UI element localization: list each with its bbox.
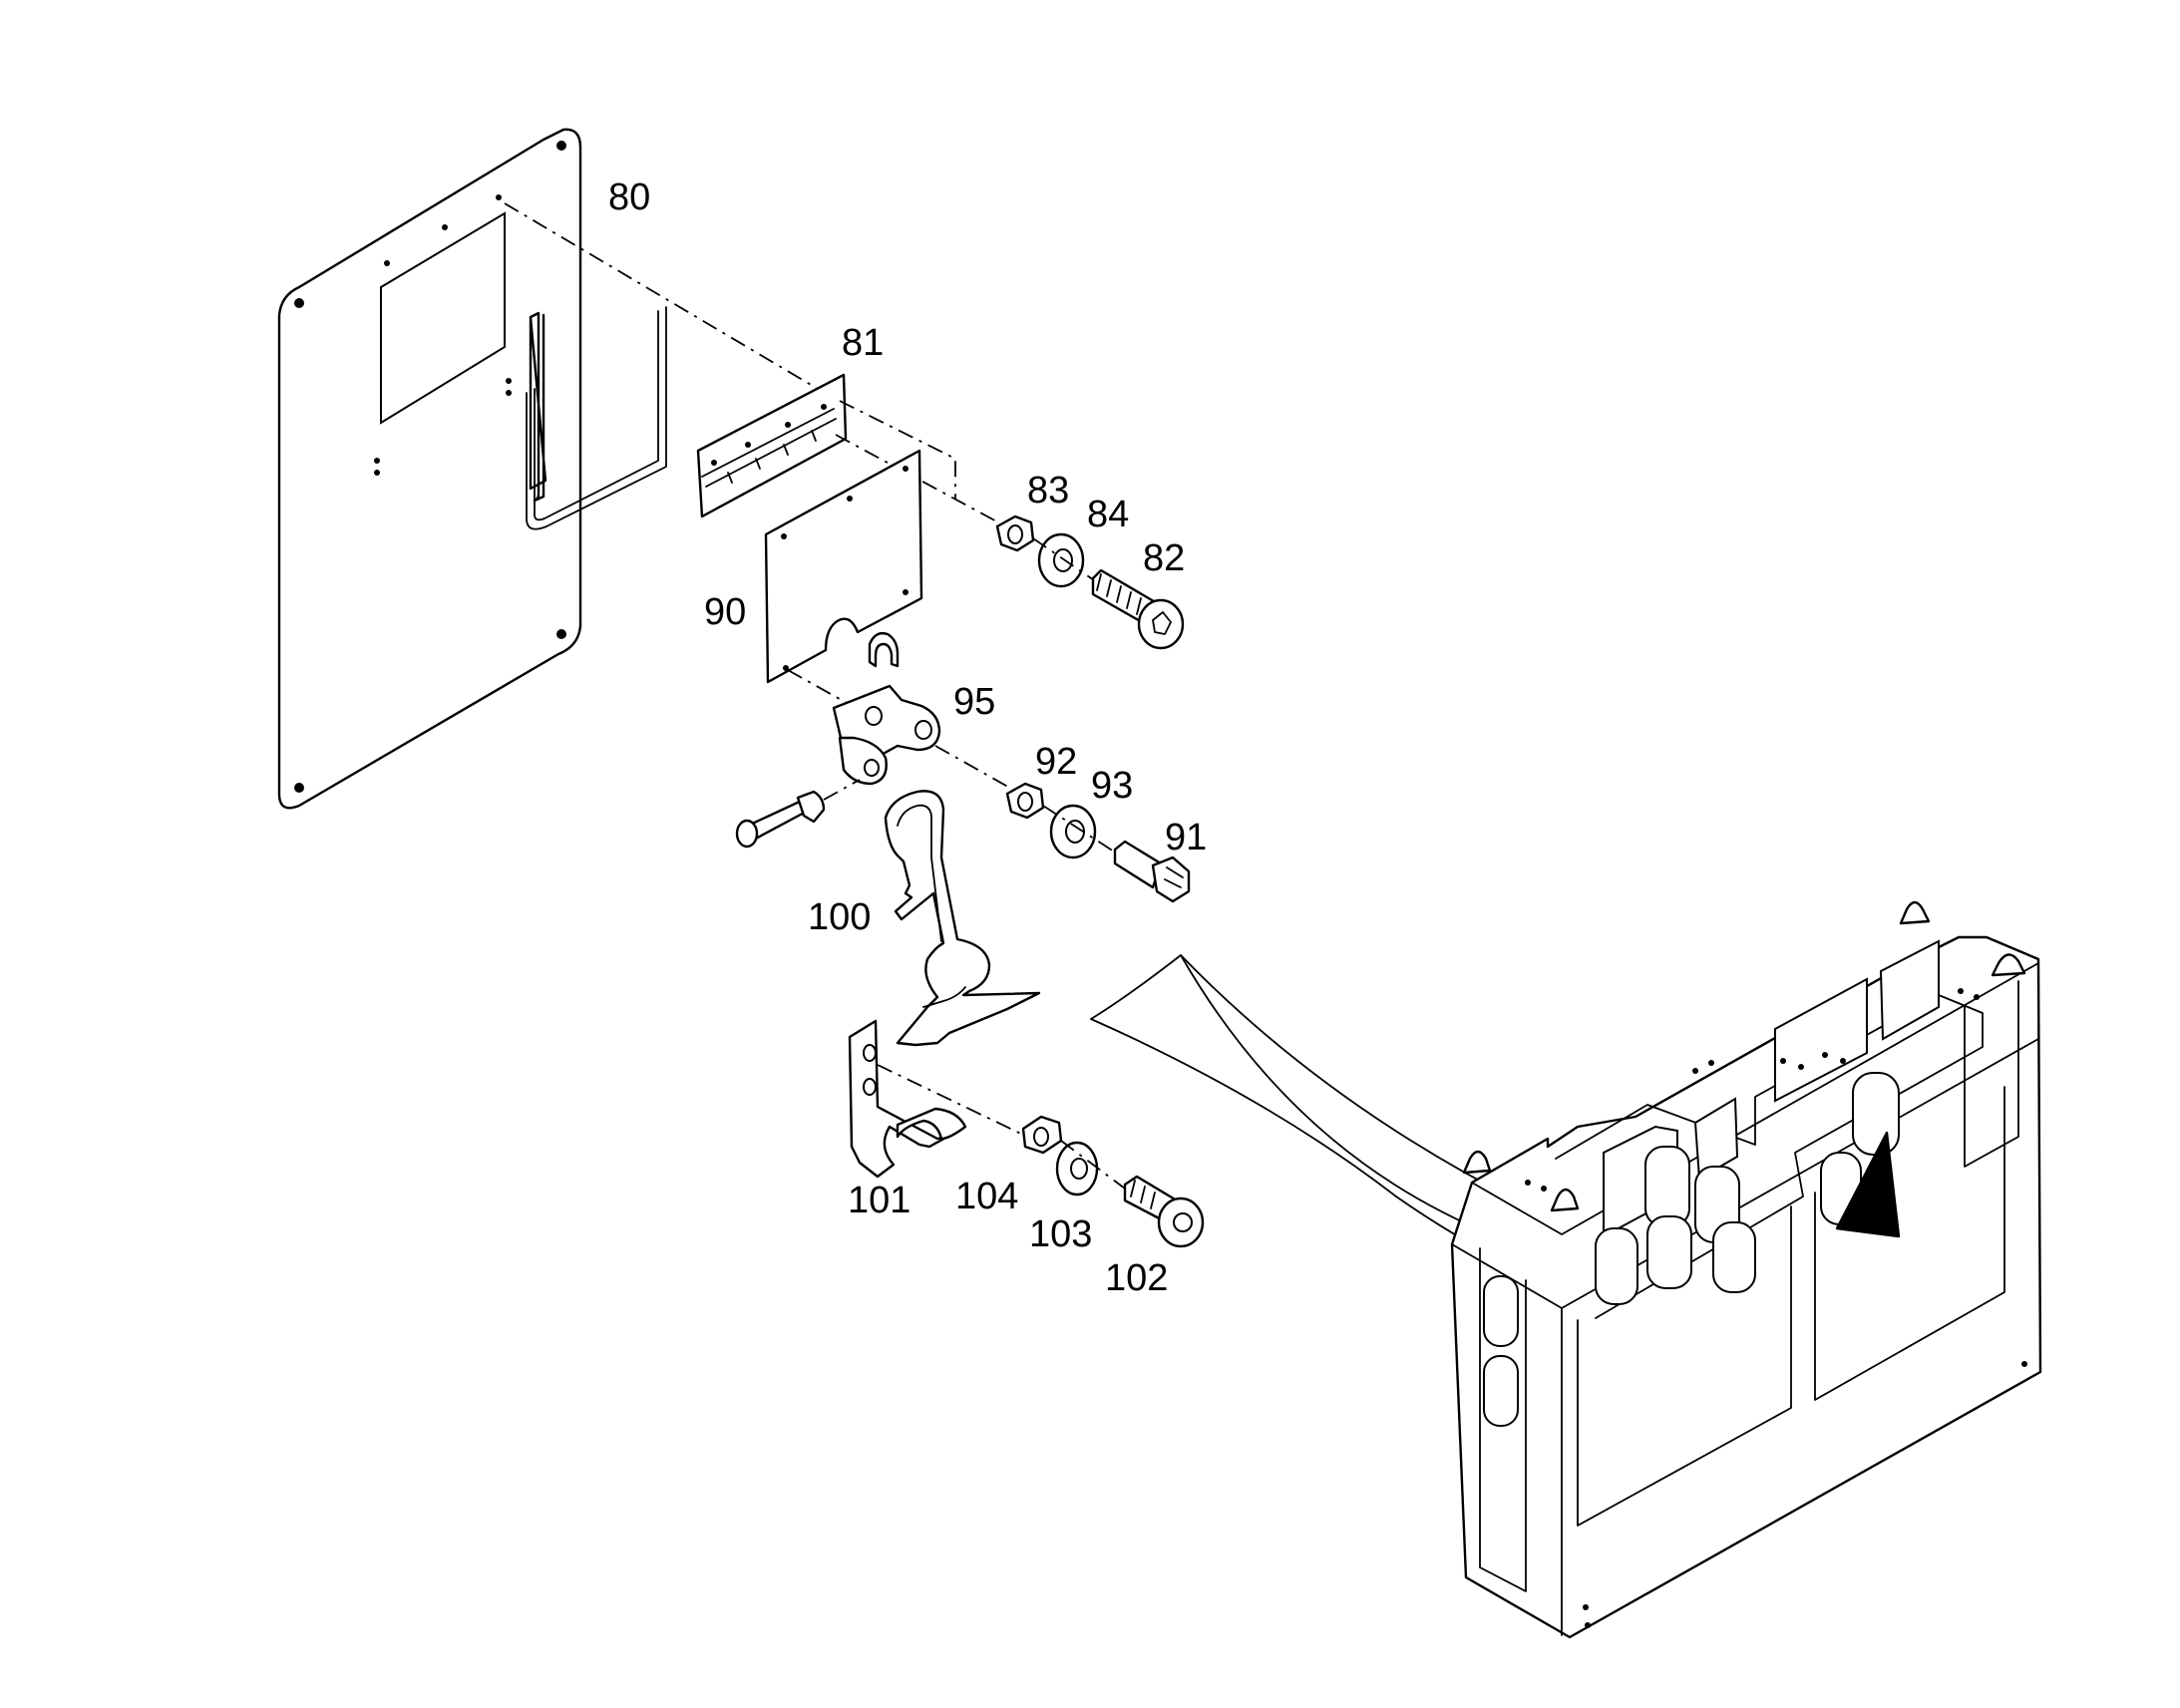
washer-103 (1055, 1141, 1099, 1196)
lifting-eyes (1462, 900, 2026, 1212)
pin-95 (735, 790, 826, 849)
nut-83 (995, 514, 1035, 552)
screw-82 (1091, 568, 1185, 650)
callout-90: 90 (704, 591, 746, 633)
callout-81: 81 (842, 322, 884, 364)
bolt-91 (1113, 840, 1191, 903)
bracket-101 (848, 1019, 967, 1179)
screw-102 (1123, 1175, 1205, 1248)
washer-93 (1049, 804, 1097, 859)
bracket-95 (832, 684, 941, 786)
nut-92 (1005, 782, 1045, 820)
callout-102: 102 (1105, 1257, 1168, 1299)
assembly-line-93-91 (1042, 805, 1118, 854)
callout-101: 101 (848, 1180, 910, 1221)
view-direction-arrow (1835, 1131, 1901, 1238)
callout-92: 92 (1035, 741, 1077, 783)
machine-frame (1450, 900, 2042, 1639)
plate-90 (764, 449, 923, 684)
callout-83: 83 (1027, 470, 1069, 512)
panel-80 (277, 128, 667, 810)
callout-103: 103 (1029, 1213, 1092, 1255)
washer-84 (1037, 532, 1085, 588)
lever-100 (884, 790, 1041, 1047)
callout-104: 104 (955, 1176, 1018, 1217)
callout-80: 80 (608, 176, 650, 218)
assembly-line-81-83 (835, 400, 1003, 525)
callout-84: 84 (1087, 494, 1129, 535)
hinge-81 (696, 373, 848, 518)
callout-100: 100 (808, 896, 871, 938)
nut-104 (1021, 1115, 1063, 1155)
assembly-line-pin (823, 779, 861, 801)
callout-93: 93 (1091, 765, 1133, 807)
assembly-line-103-102 (1060, 1140, 1126, 1190)
assembly-line-101-104 (877, 1064, 1028, 1138)
callout-82: 82 (1143, 537, 1185, 579)
assembly-line-80-81 (504, 202, 819, 390)
assembly-line-95-92 (934, 745, 1014, 791)
callout-95: 95 (953, 681, 995, 723)
callout-91: 91 (1165, 817, 1207, 858)
assembly-line-84-82 (1032, 537, 1098, 583)
assembly-line-90-95 (787, 669, 857, 709)
